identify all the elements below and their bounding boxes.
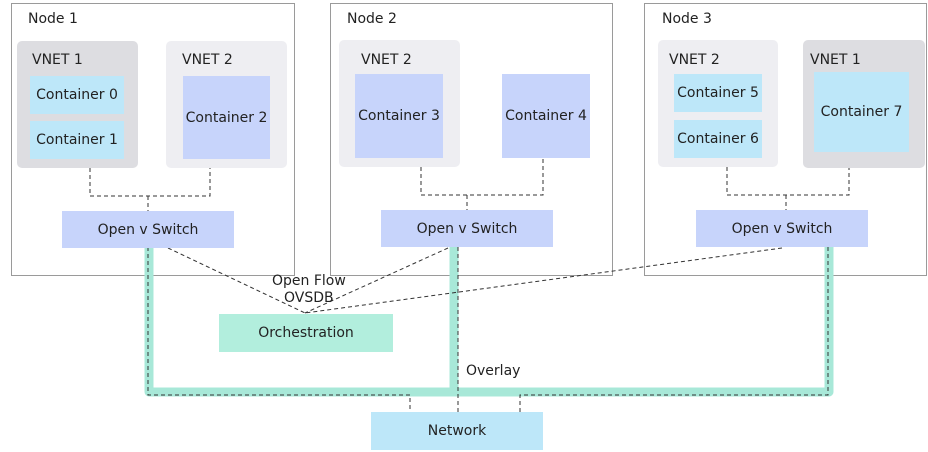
overlay-label: Overlay (466, 363, 521, 379)
overlay-path-line (147, 247, 829, 412)
node-1-label: Node 1 (28, 11, 78, 27)
node-3-label: Node 3 (662, 11, 712, 27)
container-6: Container 6 (674, 120, 762, 158)
container-5: Container 5 (674, 74, 762, 112)
control-link-node-1 (167, 247, 306, 314)
control-link-node-3 (304, 247, 783, 314)
open-flow-label: Open Flow (272, 273, 346, 289)
container-4: Container 4 (502, 74, 590, 158)
node-2-vnet-link (420, 158, 544, 211)
orchestration-box: Orchestration (219, 314, 393, 352)
node-1-open-v-switch: Open v Switch (62, 211, 234, 248)
ovsdb-label: OVSDB (284, 290, 334, 306)
node-1-vnet-link (89, 168, 211, 211)
node-1-vnet-1-label: VNET 1 (32, 52, 83, 68)
node-2-label: Node 2 (347, 11, 397, 27)
container-2: Container 2 (183, 76, 270, 159)
control-link-node-2 (304, 247, 449, 314)
node-1-vnet-2-label: VNET 2 (182, 52, 233, 68)
node-3-vnet-link (726, 167, 850, 211)
overlay-tunnel (144, 247, 834, 397)
node-3-vnet-2-label: VNET 2 (669, 52, 720, 68)
node-3-open-v-switch: Open v Switch (696, 210, 868, 247)
node-3-vnet-1-label: VNET 1 (810, 52, 861, 68)
node-2-open-v-switch: Open v Switch (381, 210, 553, 247)
network-box: Network (371, 412, 543, 450)
container-1: Container 1 (30, 121, 124, 159)
node-2-vnet-2-label: VNET 2 (361, 52, 412, 68)
container-3: Container 3 (355, 74, 443, 158)
container-7: Container 7 (814, 72, 909, 152)
container-0: Container 0 (30, 76, 124, 114)
